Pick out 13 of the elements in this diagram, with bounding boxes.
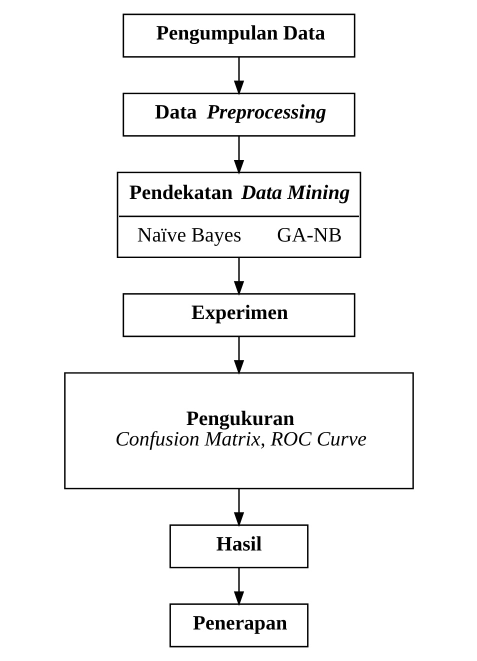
arrow <box>233 136 244 175</box>
node-box: Pendekatan Data Mining Naïve Bayes GA-NB <box>116 172 361 258</box>
arrow <box>233 57 244 96</box>
arrow <box>233 568 244 606</box>
arrow <box>233 258 244 296</box>
node-box: Hasil <box>168 524 308 568</box>
arrow <box>233 488 244 527</box>
node-box: Pengukuran Confusion Matrix, ROC Curve <box>64 372 414 490</box>
node-box: Penerapan <box>168 603 308 648</box>
node-box: Pengumpulan Data <box>122 14 355 58</box>
arrow <box>233 336 244 375</box>
node-box: Experimen <box>122 293 355 338</box>
node-box: Data Preprocessing <box>122 92 355 137</box>
